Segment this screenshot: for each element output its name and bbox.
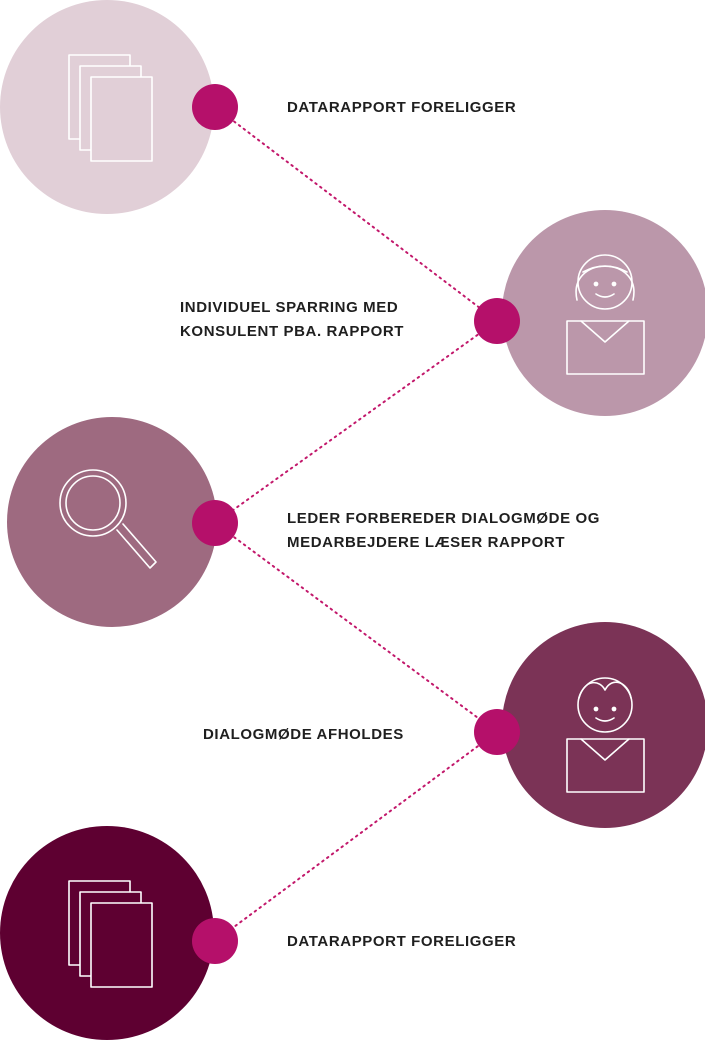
step-1 [0, 0, 238, 214]
step-label-4: DIALOGMØDE AFHOLDES [203, 723, 404, 747]
step-5 [0, 826, 238, 1040]
connector-1-2 [214, 106, 498, 322]
document-stack-icon [68, 880, 153, 988]
man-person-icon [566, 677, 645, 793]
connector-3-4 [214, 522, 498, 733]
step-label-2-line-1: INDIVIDUEL SPARRING MED [180, 299, 399, 316]
step-label-2-line-2: KONSULENT PBA. RAPPORT [180, 323, 405, 340]
step-label-1: DATARAPPORT FORELIGGER [287, 96, 516, 120]
step-label-5: DATARAPPORT FORELIGGER [287, 930, 516, 954]
woman-person-icon [566, 254, 645, 375]
step-label-3-line-1: LEDER FORBEREDER DIALOGMØDE OG [287, 510, 601, 527]
step-node-3 [192, 500, 238, 546]
connector-2-3 [214, 320, 498, 524]
step-label-5-line-1: DATARAPPORT FORELIGGER [287, 933, 517, 950]
step-label-2: INDIVIDUEL SPARRING MED KONSULENT PBA. R… [180, 296, 404, 344]
step-label-4-line-1: DIALOGMØDE AFHOLDES [203, 726, 404, 743]
step-node-2 [474, 298, 520, 344]
step-label-3-line-2: MEDARBEJDERE LÆSER RAPPORT [287, 534, 566, 551]
step-2 [474, 210, 705, 416]
step-label-1-line-1: DATARAPPORT FORELIGGER [287, 99, 517, 116]
step-node-4 [474, 709, 520, 755]
magnifying-glass-icon [59, 469, 157, 569]
step-circle-4 [502, 622, 705, 828]
connector-4-5 [214, 731, 498, 942]
step-3 [7, 417, 238, 627]
step-node-1 [192, 84, 238, 130]
step-node-5 [192, 918, 238, 964]
connector-lines [214, 106, 498, 942]
step-label-3: LEDER FORBEREDER DIALOGMØDE OG MEDARBEJD… [287, 507, 600, 555]
document-stack-icon [68, 54, 153, 162]
step-4 [474, 622, 705, 828]
step-circle-2 [502, 210, 705, 416]
